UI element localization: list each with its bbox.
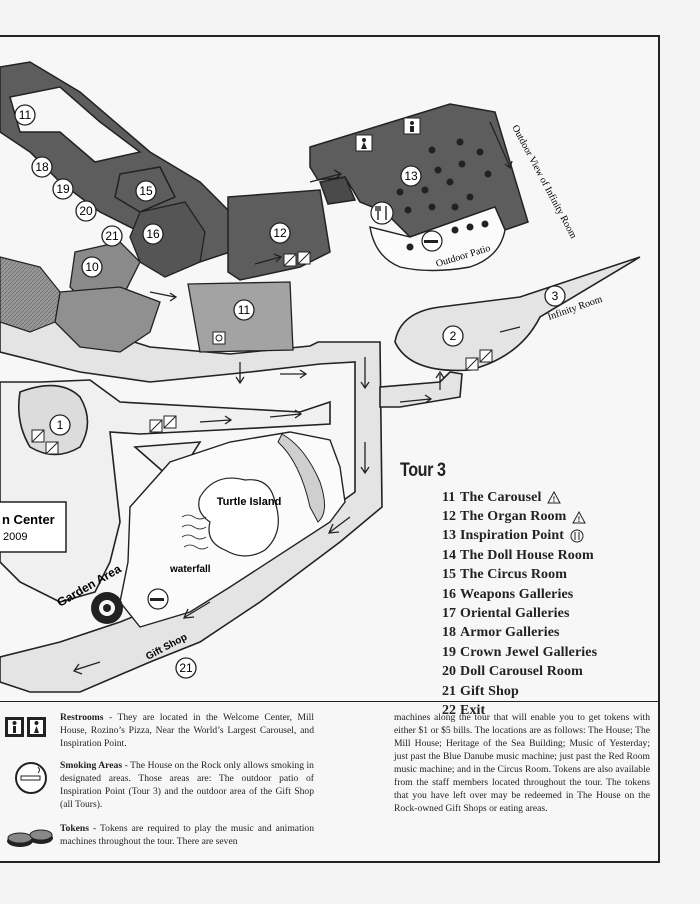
no-stroller-icon [283,251,311,267]
waterfall-label: waterfall [169,564,211,575]
svg-text:10: 10 [85,260,99,274]
stop-21: 21 [175,657,197,679]
tour-map: 11 18 19 20 21 16 15 10 11 12 13 1 2 3 2… [0,61,641,693]
svg-text:1: 1 [57,418,64,432]
svg-text:!: ! [553,495,556,504]
fork-knife-icon [570,529,584,543]
svg-text:21: 21 [179,661,193,675]
legend: Restrooms - They are located in the Welc… [0,701,658,860]
tokens-icon [5,826,55,855]
turtle-island-label: Turtle Island [217,496,282,508]
hatched-area [0,256,61,333]
smoking-icon [421,230,443,252]
svg-text:20: 20 [79,204,93,218]
stop-1: 1 [49,414,71,436]
stop-12: 12 [269,222,291,244]
no-stroller-icon [149,415,177,433]
svg-text:12: 12 [273,226,287,240]
svg-text:11: 11 [19,108,32,122]
stop-14: 15 [135,180,157,202]
stop-10: 10 [81,256,103,278]
route-arrows [72,121,521,675]
tables [396,138,492,251]
stop-15: 11 [14,104,36,126]
svg-text:13: 13 [404,169,418,183]
restroom-icon-men [403,117,421,135]
stop-19: 21 [101,225,123,247]
stop-2: 2 [442,325,464,347]
stop-18: 20 [75,200,97,222]
stop-11: 11 [233,299,255,321]
smoking-icon [147,588,169,610]
stop-13: 13 [400,165,422,187]
stop-17: 19 [52,178,74,200]
turtle-island [198,477,279,557]
waterfall-marks [181,514,209,550]
restroom-icon [4,716,48,743]
stop-16: 18 [31,156,53,178]
warning-triangle-icon: ! [572,510,587,524]
svg-text:15: 15 [139,184,153,198]
svg-text:18: 18 [35,160,49,174]
stop-3: 3 [544,285,566,307]
no-stroller-icon [465,349,493,371]
tokens-continued-text: machines along the tour that will enable… [394,712,650,814]
welcome-center-label: n Center [2,512,55,527]
svg-text:11: 11 [238,303,251,317]
garden-target-icon [91,592,123,624]
svg-text:19: 19 [56,182,70,196]
stop-20: 16 [142,223,164,245]
water-channel [277,433,325,523]
svg-text:16: 16 [146,227,160,241]
restroom-icon-women [355,134,373,152]
svg-text:3: 3 [552,289,559,303]
warning-triangle-icon: ! [547,491,562,504]
dining-icon [370,201,394,225]
map-frame: 11 18 19 20 21 16 15 10 11 12 13 1 2 3 2… [0,35,660,863]
accessible-icon [212,331,226,345]
tokens-text: Tokens - Tokens are required to play the… [60,823,314,847]
svg-text:2: 2 [450,329,457,343]
smoking-text: Smoking Areas - The House on the Rock on… [60,760,314,810]
welcome-center-box: n Center 2009 [0,501,67,553]
stop-markers: 11 18 19 20 21 16 15 10 11 12 13 1 2 3 2… [14,104,566,679]
no-smoking-icon [14,761,48,800]
tour-title: Tour 3 [400,460,446,481]
no-stroller-icon [31,429,59,455]
welcome-center-year: 2009 [3,531,27,543]
svg-text:!: ! [578,515,581,524]
restrooms-text: Restrooms - They are located in the Welc… [60,712,314,749]
svg-text:21: 21 [105,229,119,243]
